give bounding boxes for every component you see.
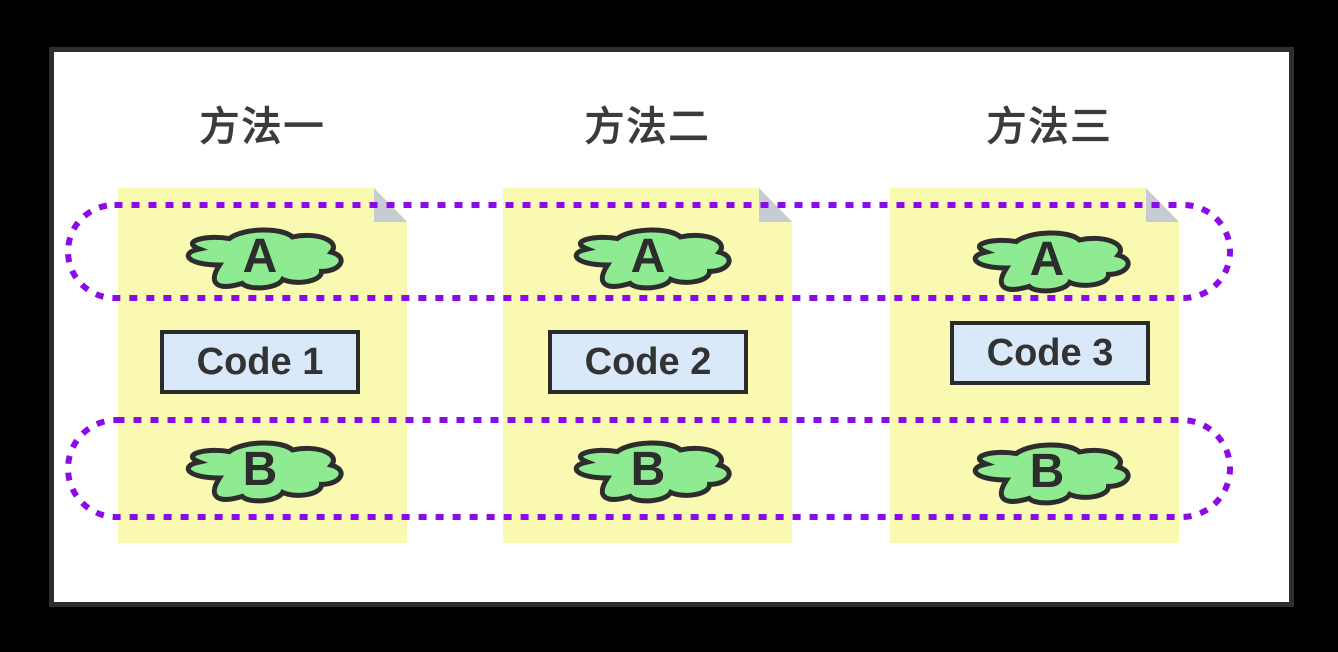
cloud-label: A bbox=[242, 230, 278, 283]
cloud-label: B bbox=[630, 443, 666, 496]
cloud-node-b2: B bbox=[567, 430, 729, 510]
code-box-2: Code 2 bbox=[548, 330, 748, 394]
cloud-label: A bbox=[630, 230, 666, 283]
cloud-node-b1: B bbox=[179, 430, 341, 510]
code-box-3: Code 3 bbox=[950, 321, 1150, 385]
cloud-label: B bbox=[1029, 445, 1065, 498]
cloud-node-a3: A bbox=[966, 220, 1128, 300]
column-title-3: 方法三 bbox=[986, 105, 1113, 149]
cloud-label: B bbox=[242, 443, 278, 496]
cloud-node-a2: A bbox=[567, 217, 729, 297]
code-box-1: Code 1 bbox=[160, 330, 360, 394]
column-title-1: 方法一 bbox=[199, 105, 326, 149]
column-title-2: 方法二 bbox=[584, 105, 711, 149]
cloud-label: A bbox=[1029, 233, 1065, 286]
cloud-node-a1: A bbox=[179, 217, 341, 297]
cloud-node-b3: B bbox=[966, 432, 1128, 512]
